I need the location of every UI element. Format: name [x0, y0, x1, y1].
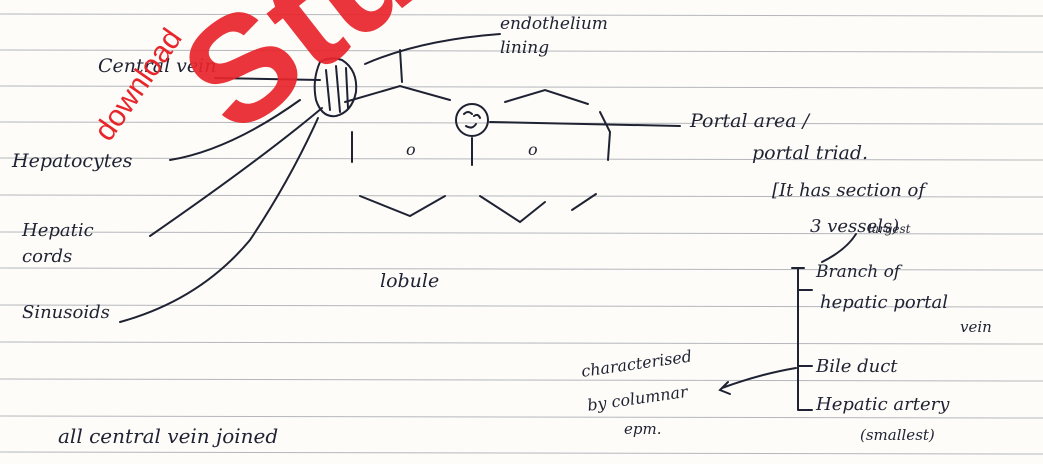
endothelium-lining-label: endothelium lining — [500, 12, 640, 60]
hepatic-artery-label: Hepatic artery — [816, 394, 949, 415]
portal-triad-label: portal triad. — [752, 142, 868, 164]
portal-area-label: Portal area / — [690, 110, 809, 132]
sinusoids-label: Sinusoids — [22, 302, 110, 323]
lobule-mark-left: o — [406, 140, 416, 159]
branch-label-2: hepatic portal — [820, 292, 948, 313]
bile-duct-label: Bile duct — [816, 356, 898, 377]
smallest-label: (smallest) — [860, 426, 935, 444]
lobule-mark-right: o — [528, 140, 538, 159]
largest-label: largest — [868, 222, 911, 236]
section-note-line1: [It has section of — [772, 180, 925, 201]
branch-label-1: Branch of — [816, 262, 900, 282]
hepatic-cords-label: Hepatic cords — [22, 218, 102, 270]
characterised-line3: epm. — [624, 420, 661, 438]
portal-triad-circle — [456, 104, 488, 136]
lobule-label: lobule — [380, 270, 439, 292]
bottom-note: all central vein joined — [58, 424, 278, 448]
hepatocytes-label: Hepatocytes — [12, 150, 132, 172]
branch-label-3: vein — [960, 318, 992, 336]
